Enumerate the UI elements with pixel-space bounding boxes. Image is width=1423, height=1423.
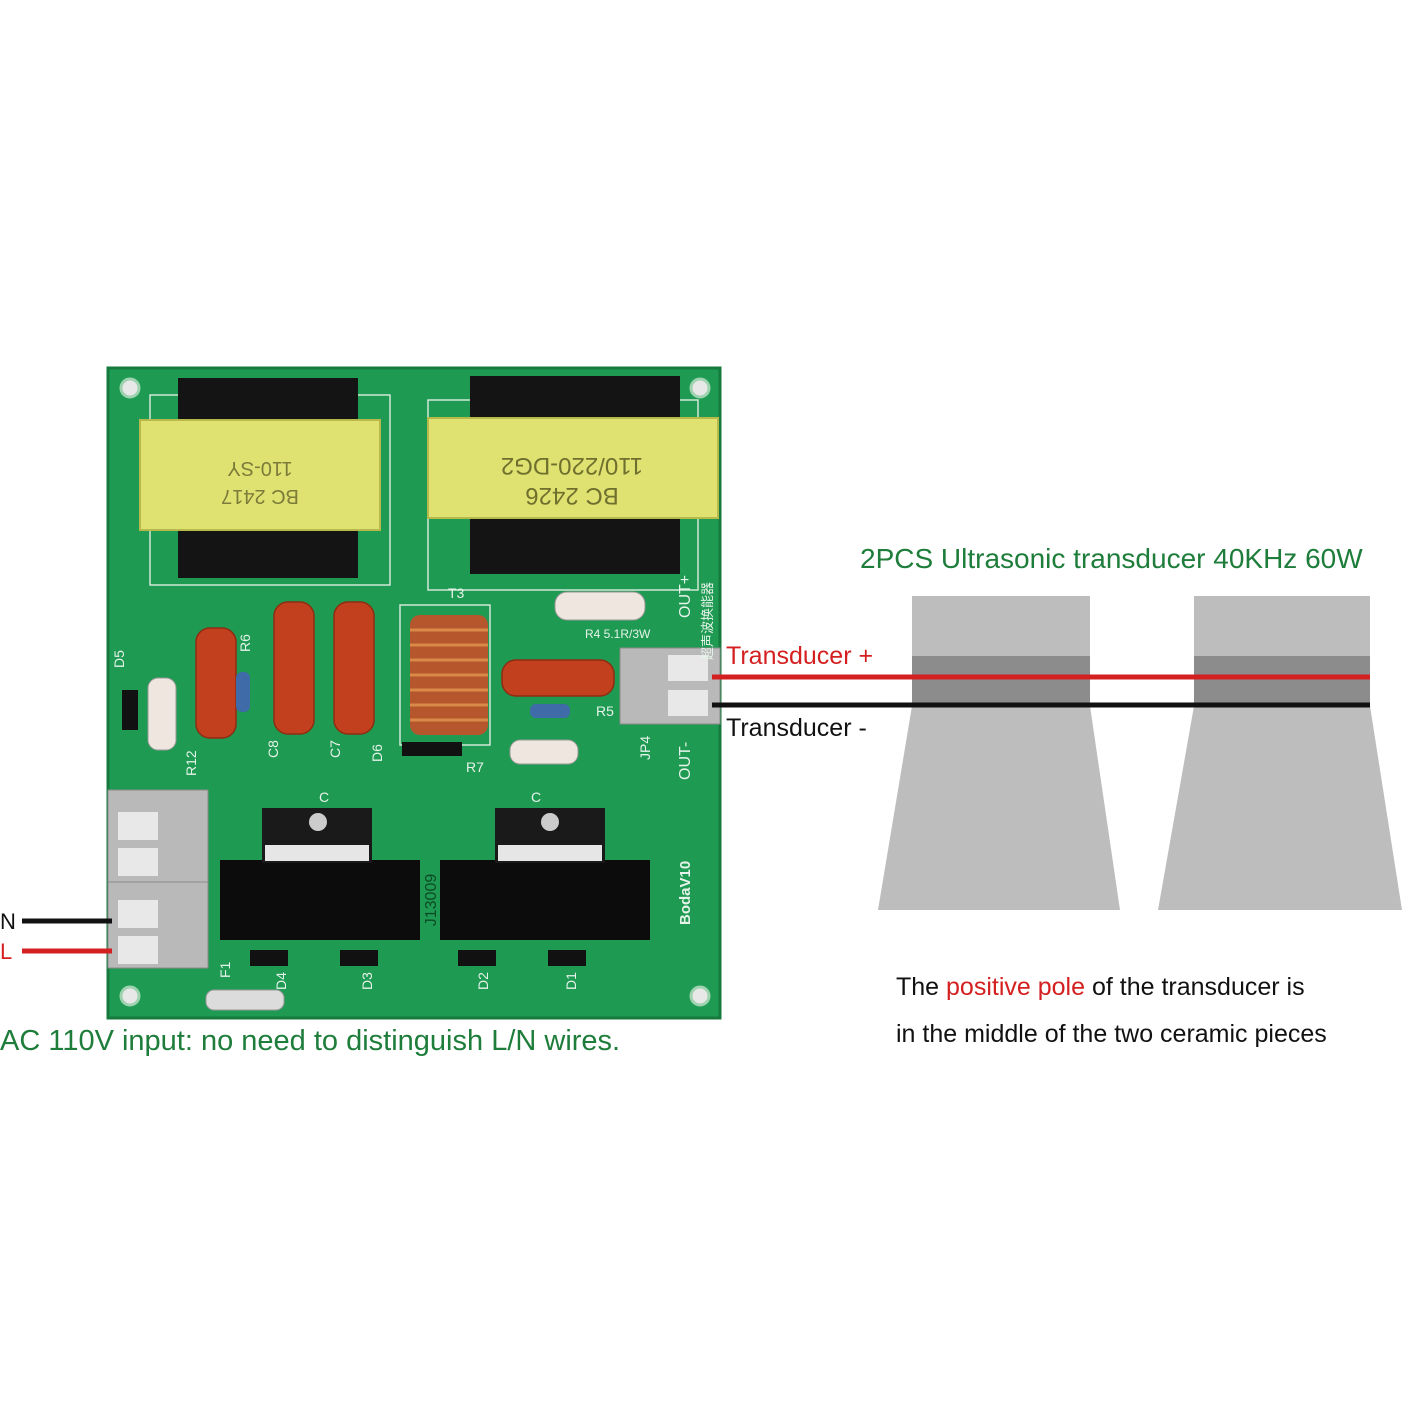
neutral-label: N (0, 909, 16, 934)
t2-body (427, 417, 719, 519)
output-lever (668, 690, 708, 716)
capacitor-r6 (195, 627, 237, 739)
transducer-horn (878, 706, 1120, 910)
resistor-r12 (147, 677, 177, 751)
output-terminal-block (619, 647, 721, 725)
diodes (122, 690, 586, 966)
silk-d6: D6 (369, 744, 385, 762)
silk-c7: C7 (327, 740, 343, 758)
transformer-t2: 110/220-DG2 BC 2426 (427, 376, 719, 574)
diode-d6 (402, 742, 462, 756)
resistor-r4 (554, 591, 646, 621)
t2-label-2: BC 2426 (525, 482, 618, 509)
cn-label: 超声波换能器 (700, 582, 715, 660)
transducer-top-block (1194, 596, 1370, 656)
mounting-hole (119, 985, 141, 1007)
out-minus-label: OUT- (677, 742, 694, 780)
r4-label: R4 5.1R/3W (585, 627, 651, 641)
coil-windings (410, 628, 488, 722)
t2-label-1: 110/220-DG2 (501, 452, 643, 479)
silk-t3: T3 (448, 585, 465, 601)
t1-label-2: BC 2417 (221, 485, 299, 507)
t1-label-1: 110-SY (227, 457, 292, 479)
transducer-top-block (912, 596, 1090, 656)
heatsink-label-left: C (319, 789, 329, 805)
transducer-left (878, 596, 1120, 910)
screw-left (309, 813, 327, 831)
diode-d5 (122, 690, 138, 730)
transducer-minus-label: Transducer - (726, 714, 867, 742)
mounting-hole (689, 985, 711, 1007)
t1-body (139, 419, 381, 531)
transducer-plus-label: Transducer + (726, 642, 873, 670)
resistor-r5 (530, 704, 570, 718)
diode-d3 (340, 950, 378, 966)
capacitor-mid (501, 659, 615, 697)
silk-d3: D3 (359, 972, 375, 990)
transducer-title: 2PCS Ultrasonic transducer 40KHz 60W (860, 543, 1363, 574)
jp4-label: JP4 (637, 736, 653, 760)
note-text-b: of the transducer is (1085, 973, 1305, 1001)
diode-d4 (250, 950, 288, 966)
live-label: L (0, 939, 12, 964)
terminal-lever (118, 812, 158, 840)
note-line-1: The positive pole of the transducer is (896, 973, 1305, 1001)
transducer-horn (1158, 706, 1402, 910)
terminal-lever (118, 936, 158, 964)
silk-r12: R12 (183, 750, 199, 776)
transducer-ceramic-rings (1194, 656, 1370, 706)
diode-d2 (458, 950, 496, 966)
t2-core-bottom (470, 512, 680, 574)
silkscreen-labels: OUT+ OUT- JP4 超声波换能器 BodaV10 D5 R6 R12 C… (111, 575, 715, 990)
mounting-holes (119, 377, 711, 1007)
transistor-right-tab (498, 845, 602, 861)
resistors: R4 5.1R/3W (147, 591, 651, 765)
brand-label: BodaV10 (677, 861, 694, 925)
resistor-r6 (236, 672, 250, 712)
silk-d2: D2 (475, 972, 491, 990)
inductor-t3 (410, 615, 488, 735)
mounting-hole (119, 377, 141, 399)
diode-d1 (548, 950, 586, 966)
note-line-2: in the middle of the two ceramic pieces (896, 1020, 1327, 1048)
silk-d1: D1 (563, 972, 579, 990)
capacitor-c7 (333, 601, 375, 735)
screw-right (541, 813, 559, 831)
heatsink-left (220, 860, 420, 940)
mounting-hole (689, 377, 711, 399)
transducer-ceramic-rings (912, 656, 1090, 706)
capacitors (195, 601, 615, 739)
resistor-r7 (509, 739, 579, 765)
input-terminal-block (107, 789, 209, 969)
transducer-right (1158, 596, 1402, 910)
transformer-t1: 110-SY BC 2417 (139, 378, 381, 578)
silk-f1: F1 (217, 961, 233, 978)
out-plus-label: OUT+ (677, 575, 694, 618)
chip-label: J13009 (423, 874, 440, 927)
pcb-board: 110-SY BC 2417 110/220-DG2 BC 2426 (106, 366, 722, 1020)
output-lever (668, 655, 708, 681)
silk-d5: D5 (111, 650, 127, 668)
heatsink-right (440, 860, 650, 940)
transistor-left-tab (265, 845, 369, 861)
note-highlight: positive pole (946, 973, 1085, 1001)
capacitor-c8 (273, 601, 315, 735)
input-caption: AC 110V input: no need to distinguish L/… (0, 1025, 620, 1057)
note-text-a: The (896, 973, 946, 1001)
silk-d4: D4 (273, 972, 289, 990)
fuse-f1 (205, 989, 285, 1011)
terminal-lever (118, 900, 158, 928)
heatsink-label-right: C (531, 789, 541, 805)
heatsinks: C C J13009 (220, 789, 650, 940)
terminal-lever (118, 848, 158, 876)
silk-r7: R7 (466, 759, 484, 775)
silk-r6: R6 (237, 634, 253, 652)
silk-r5: R5 (596, 703, 614, 719)
silk-c8: C8 (265, 740, 281, 758)
input-wires: N L (0, 909, 112, 964)
